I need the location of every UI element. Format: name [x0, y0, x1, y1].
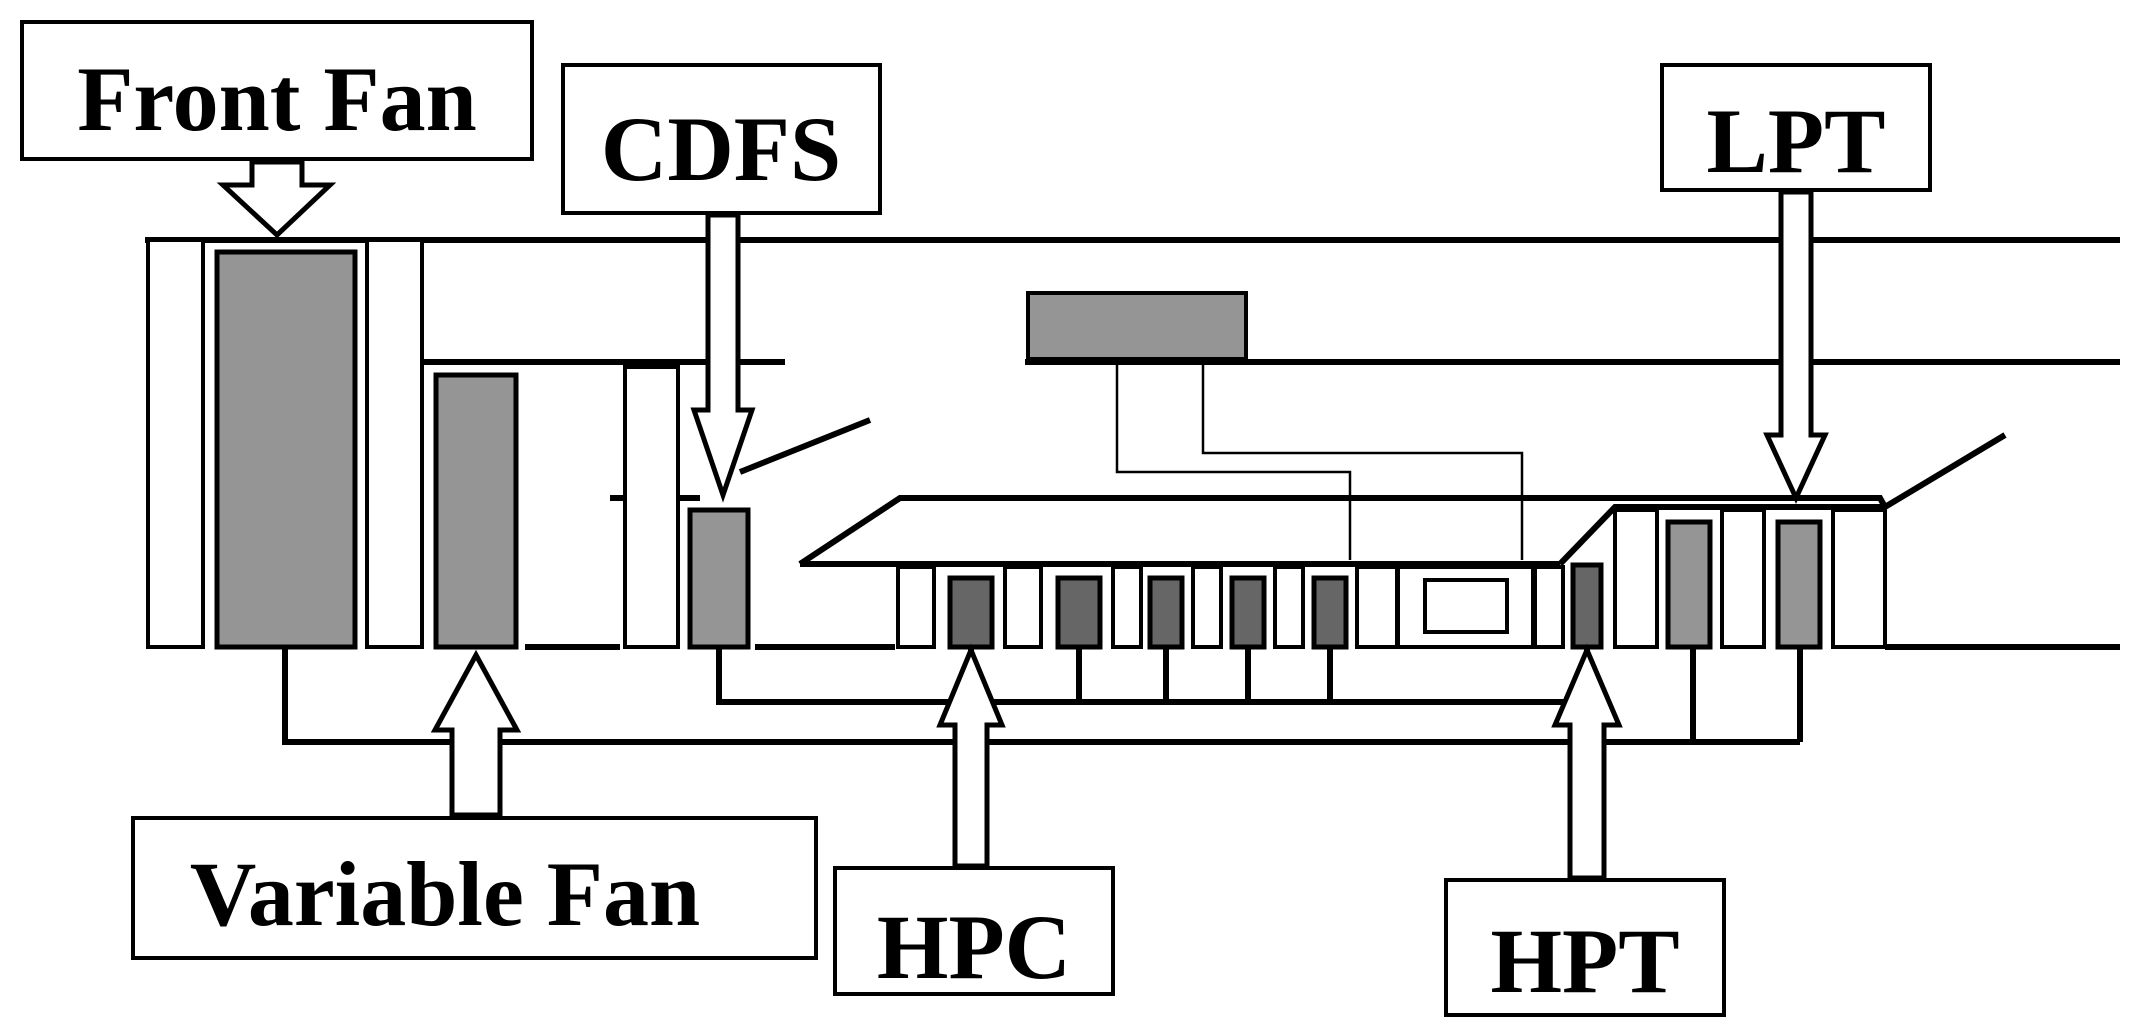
front-fan-callout: Front Fan	[20, 20, 534, 239]
bypass-mixer	[1026, 291, 1248, 361]
variable-fan-arrow-icon	[430, 649, 522, 818]
lpt-label-box	[1660, 63, 1932, 192]
hpc-exit-vane	[1355, 565, 1399, 649]
variable-fan-callout: Variable Fan	[131, 649, 818, 960]
hpt-callout: HPT	[1444, 643, 1726, 1017]
variable-fan-rotor	[433, 372, 519, 650]
front-fan-outlet-vane	[365, 238, 424, 649]
hpc-rotor	[947, 575, 995, 650]
cdfs-stator	[623, 365, 680, 649]
cdfs-callout: CDFS	[561, 63, 882, 503]
lpt-rotor	[1775, 519, 1823, 650]
hpc-rotor	[1229, 575, 1267, 650]
core-casing-line	[798, 495, 1888, 567]
hpt-rotor	[1570, 562, 1604, 650]
turbine-casing-line	[1557, 432, 2007, 567]
lpt-exit-vane	[1831, 508, 1887, 649]
hpc-stator	[1273, 565, 1305, 649]
variable-fan-label: Variable Fan	[190, 843, 700, 945]
hpc-rotor	[1055, 575, 1103, 650]
hpt-arrow-icon	[1551, 643, 1623, 881]
hpc-arrow-icon	[936, 643, 1006, 869]
lpt-arrow-icon	[1763, 189, 1829, 504]
bleed-line-1	[1115, 359, 1352, 560]
hpc-stator	[896, 565, 936, 649]
hpc-stator	[1003, 565, 1043, 649]
front-fan-label: Front Fan	[77, 48, 477, 150]
hpc-callout: HPC	[833, 643, 1115, 998]
cdfs-arrow-icon	[690, 212, 756, 503]
combustor	[1396, 565, 1565, 649]
cdfs-rotor	[687, 507, 751, 650]
lpt-stator	[1720, 508, 1766, 649]
hpc-rotor	[1147, 575, 1185, 650]
front-fan-stator	[146, 238, 205, 649]
cdfs-label-box	[561, 63, 882, 215]
hpc-rotor	[1311, 575, 1349, 650]
hpc-label: HPC	[877, 896, 1071, 998]
hpc-stator	[1111, 565, 1143, 649]
combustor-inner	[1423, 578, 1509, 634]
turbine-section	[1570, 508, 1887, 650]
high-pressure-shaft	[716, 647, 1590, 705]
cdfs-bleed-line	[738, 417, 872, 475]
hpc-label-box	[833, 866, 1115, 996]
hpc-section	[896, 565, 1399, 650]
bleed-line-2	[1201, 359, 1524, 560]
variable-fan-label-box	[131, 816, 818, 960]
lpt-callout: LPT	[1660, 63, 1932, 504]
lpt-rotor	[1665, 519, 1713, 650]
front-fan-section	[146, 238, 751, 650]
front-fan-rotor	[214, 249, 358, 650]
lpt-label: LPT	[1707, 90, 1886, 192]
hpt-label-box	[1444, 878, 1726, 1017]
hpt-nozzle	[1533, 565, 1565, 649]
hpt-label: HPT	[1490, 910, 1679, 1012]
lpt-stator	[1613, 508, 1659, 649]
front-fan-arrow-icon	[216, 159, 337, 239]
cdfs-label: CDFS	[601, 98, 841, 200]
mixer-box	[1026, 291, 1524, 560]
hpc-stator	[1191, 565, 1223, 649]
front-fan-label-box	[20, 20, 534, 161]
